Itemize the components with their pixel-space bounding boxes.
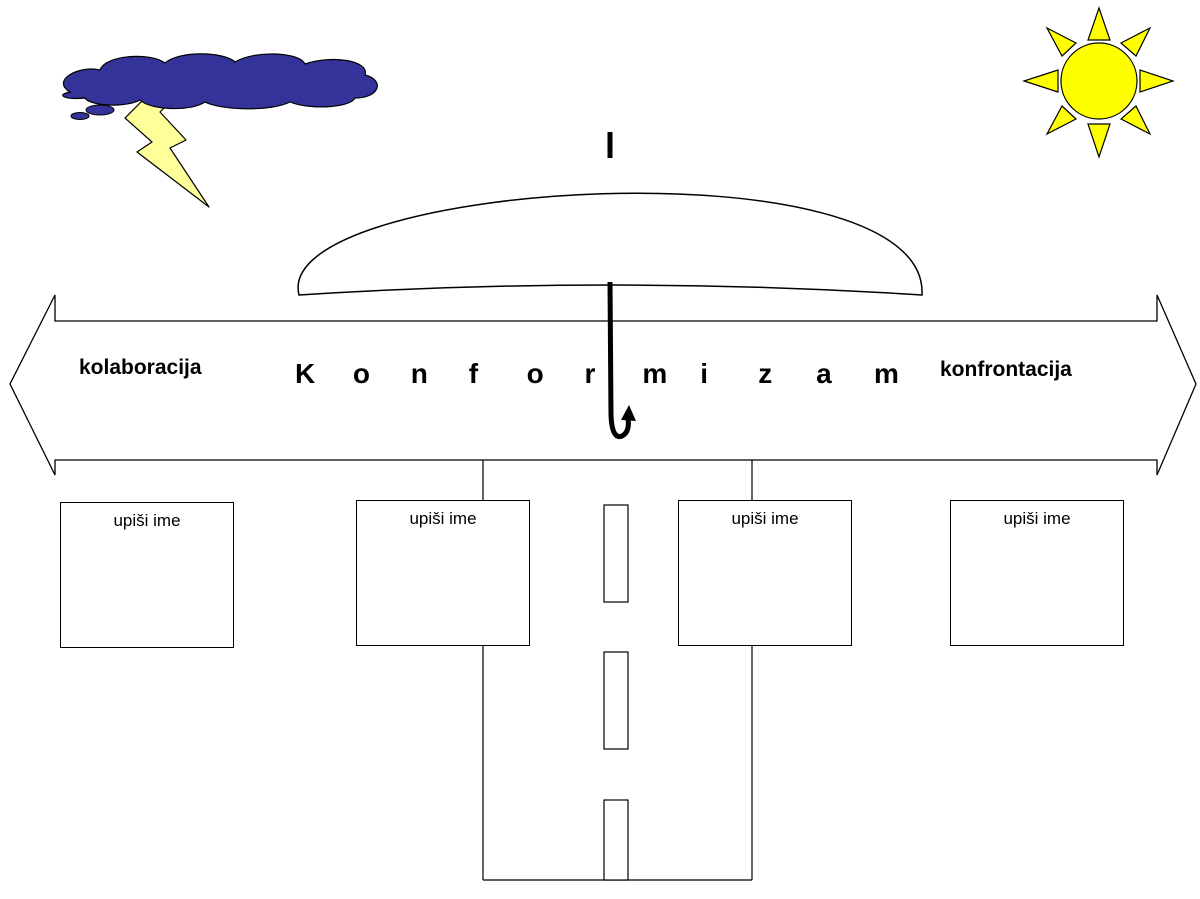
sun-ray-ne xyxy=(1119,26,1152,57)
sun-icon xyxy=(1022,6,1175,159)
umbrella-icon xyxy=(297,132,923,440)
center-label-letter: K xyxy=(295,358,316,389)
road xyxy=(482,460,753,881)
center-label-letter: a xyxy=(816,358,832,389)
center-label-letter: m xyxy=(642,358,668,389)
center-label-letter: f xyxy=(468,358,479,389)
sun-disc xyxy=(1060,42,1138,120)
center-label-letter: o xyxy=(352,358,370,389)
name-box-2[interactable]: upiši ime xyxy=(356,500,530,646)
sun-ray-w xyxy=(1022,69,1059,93)
center-label-letter: o xyxy=(526,358,544,389)
center-label-letter: n xyxy=(410,358,428,389)
umbrella-canopy xyxy=(297,192,923,296)
umbrella-handle xyxy=(607,281,631,440)
umbrella-handle-arrowhead xyxy=(621,405,636,421)
sun-ray-sw xyxy=(1045,105,1078,136)
cloud-puff-1 xyxy=(85,104,115,116)
name-box-1-label: upiši ime xyxy=(113,511,181,530)
name-box-1[interactable]: upiši ime xyxy=(60,502,234,648)
double-arrow xyxy=(9,294,1197,476)
sun-ray-s xyxy=(1087,123,1111,159)
cloud-puff-2 xyxy=(70,112,90,120)
center-label-letter: i xyxy=(700,358,709,389)
name-box-3[interactable]: upiši ime xyxy=(678,500,852,646)
road-dash-1 xyxy=(603,504,629,603)
sun-ray-nw xyxy=(1045,26,1078,57)
name-box-4[interactable]: upiši ime xyxy=(950,500,1124,646)
right-label: konfrontacija xyxy=(940,358,1072,381)
sun-ray-se xyxy=(1119,105,1152,136)
road-dash-3 xyxy=(603,799,629,881)
name-box-4-label: upiši ime xyxy=(1003,509,1071,528)
storm-cloud-icon xyxy=(62,53,378,208)
lightning-bolt-icon xyxy=(124,92,210,208)
center-label-letter: m xyxy=(874,358,899,389)
sun-ray-n xyxy=(1087,6,1111,41)
road-dash-2 xyxy=(603,651,629,750)
center-label-letter: r xyxy=(584,358,596,389)
left-label: kolaboracija xyxy=(79,356,202,379)
center-label-letter: z xyxy=(758,358,773,389)
cloud-shape xyxy=(62,53,378,110)
name-box-2-label: upiši ime xyxy=(409,509,477,528)
sun-ray-e xyxy=(1139,69,1175,93)
name-box-3-label: upiši ime xyxy=(731,509,799,528)
